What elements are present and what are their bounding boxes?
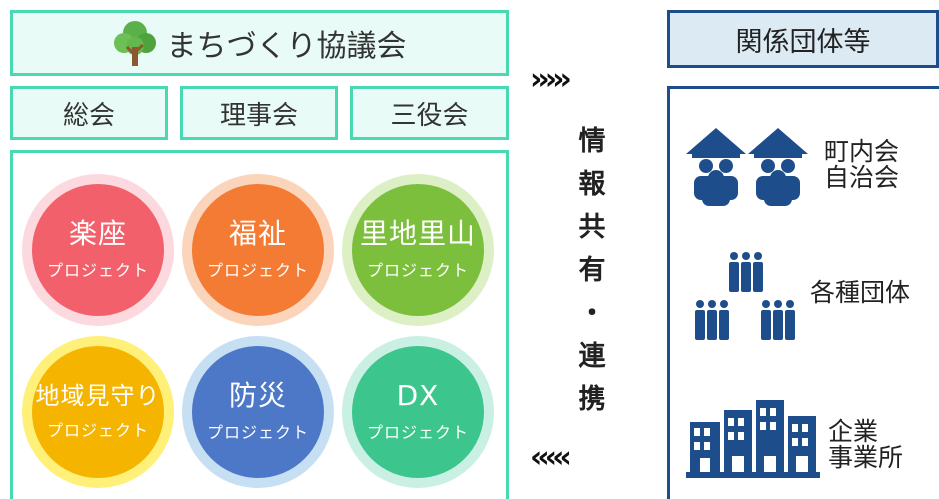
related-title: 関係団体等 xyxy=(735,26,871,58)
general-meeting-box: 総会 xyxy=(10,86,168,140)
project-name: 里地里山 xyxy=(359,216,476,250)
people-groups-icon xyxy=(695,252,795,340)
officers-meeting-box: 三役会 xyxy=(350,86,509,140)
info-char: 共 xyxy=(578,212,606,243)
project-sub: プロジェクト xyxy=(206,423,309,443)
office-buildings-icon xyxy=(686,400,820,478)
project-sub: プロジェクト xyxy=(206,261,309,281)
project-sub: プロジェクト xyxy=(366,423,469,443)
info-char: 有 xyxy=(578,255,606,286)
project-disaster: 防災 プロジェクト xyxy=(182,336,334,488)
community-houses-icon xyxy=(686,128,808,206)
related-title-box: 関係団体等 xyxy=(667,10,939,68)
info-char: 携 xyxy=(578,384,606,415)
tree-icon xyxy=(113,21,156,66)
general-meeting-label: 総会 xyxy=(62,100,115,131)
council-title: まちづくり協議会 xyxy=(166,29,407,64)
project-name: 楽座 xyxy=(68,216,127,250)
board-meeting-label: 理事会 xyxy=(219,100,298,131)
related-item-groups: 各種団体 xyxy=(690,250,910,346)
project-watch: 地域見守り プロジェクト xyxy=(22,336,174,488)
related-label-line2: 自治会 xyxy=(824,163,900,192)
arrow-right-icon: ››››› xyxy=(530,62,572,97)
info-char: ・ xyxy=(578,298,606,329)
officers-meeting-label: 三役会 xyxy=(390,100,469,131)
info-sharing-label: 情 報 共 有 ・ 連 携 xyxy=(572,120,612,421)
project-sub: プロジェクト xyxy=(46,261,149,281)
project-name: DX xyxy=(396,378,440,412)
project-sub: プロジェクト xyxy=(366,261,469,281)
info-char: 報 xyxy=(578,169,606,200)
related-label-line2: 事業所 xyxy=(828,443,904,472)
related-item-companies: 企業 事業所 xyxy=(686,398,903,478)
project-rakuza: 楽座 プロジェクト xyxy=(22,174,174,326)
project-name: 地域見守り xyxy=(35,381,161,410)
info-char: 連 xyxy=(578,341,606,372)
related-label: 町内会 自治会 xyxy=(824,136,900,192)
related-item-neighborhood: 町内会 自治会 xyxy=(684,124,899,206)
project-name: 福祉 xyxy=(228,216,287,250)
info-char: 情 xyxy=(578,126,606,157)
arrow-left-icon: ‹‹‹‹‹ xyxy=(530,440,572,475)
related-label-line1: 町内会 xyxy=(824,136,900,166)
council-title-box: まちづくり協議会 xyxy=(10,10,509,76)
project-welfare: 福祉 プロジェクト xyxy=(182,174,334,326)
related-label-line1: 各種団体 xyxy=(810,277,911,307)
project-satoyama: 里地里山 プロジェクト xyxy=(342,174,494,326)
project-dx: DX プロジェクト xyxy=(342,336,494,488)
related-label: 企業 事業所 xyxy=(828,416,904,472)
related-label-line1: 企業 xyxy=(828,416,879,446)
project-name: 防災 xyxy=(228,378,287,412)
board-meeting-box: 理事会 xyxy=(180,86,338,140)
related-label: 各種団体 xyxy=(810,277,911,307)
project-sub: プロジェクト xyxy=(46,421,149,441)
